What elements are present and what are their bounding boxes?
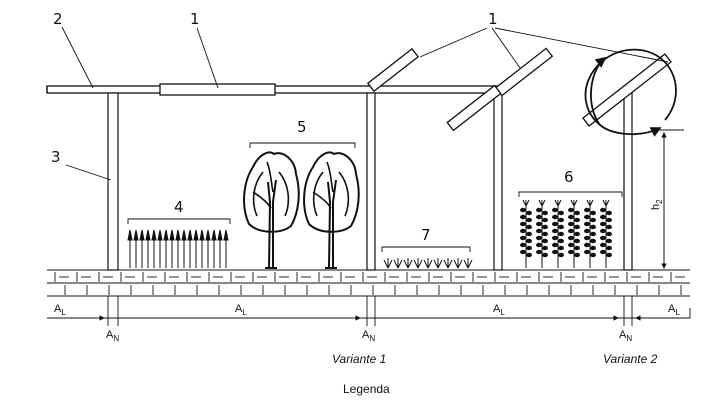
ground [47,269,690,297]
marker-2: 2 [53,10,63,28]
pv-panel-d [582,53,672,127]
marker-6: 6 [564,168,574,186]
caption-legend: Legenda [343,382,390,396]
dim-an-2: AN [362,329,376,344]
pv-panel-b [494,47,554,97]
dim-h2: h2 [650,199,665,210]
grain-plant [127,229,133,268]
leader-lines [61,26,669,181]
marker-3: 3 [51,148,61,166]
crop-low-plants [383,258,473,269]
marker-1-panels: 1 [488,10,498,28]
grain-plant [193,229,199,268]
tree-1 [243,151,300,269]
grain-plant [187,229,193,268]
caption-variant-2: Variante 2 [603,352,658,366]
grain-plant [175,229,181,268]
post-2 [366,92,376,271]
caption-variant-1: Variante 1 [332,352,387,366]
crop-grain [127,229,229,268]
grain-plant [157,229,163,268]
rotation-arrow [584,48,677,137]
marker-7: 7 [421,226,431,244]
climber-plant [536,199,548,268]
grain-plant [133,229,139,268]
dim-al-left: AL [54,303,66,318]
grain-plant [151,229,157,268]
pv-panel-a [366,47,420,93]
grain-plant [223,229,229,268]
dim-al-mid1: AL [235,303,247,318]
climber-plant [520,199,532,268]
support-posts [107,87,633,271]
dim-al-mid2: AL [493,303,505,318]
post-4 [623,87,633,271]
grain-plant [217,229,223,268]
climber-plant [568,199,580,268]
grain-plant [145,229,151,268]
grain-plant [169,229,175,268]
crop-climbers [520,199,612,268]
low-plant [393,258,403,269]
item-braces [127,142,623,252]
grain-plant [205,229,211,268]
low-plant [453,258,463,269]
post-3 [493,92,503,271]
marker-5: 5 [297,118,307,136]
tree-2 [303,151,360,269]
dimension-lines [47,296,691,326]
climber-plant [600,199,612,268]
grain-plant [211,229,217,268]
grain-plant [139,229,145,268]
low-plant [383,258,393,269]
post-1 [107,92,119,271]
low-plant [413,258,423,269]
pv-panel-c [446,84,502,132]
pv-panels [366,47,672,132]
low-plant [443,258,453,269]
climber-plant [584,199,596,268]
low-plant [423,258,433,269]
crop-trees [243,151,360,269]
grain-plant [181,229,187,268]
grain-plant [199,229,205,268]
low-plant [403,258,413,269]
grain-plant [163,229,169,268]
dim-al-right: AL [668,303,680,318]
h2-dimension [652,129,684,269]
dim-an-3: AN [619,329,633,344]
low-plant [463,258,473,269]
dim-an-1: AN [106,329,120,344]
marker-4: 4 [174,198,184,216]
low-plant [433,258,443,269]
marker-1-beam: 1 [190,10,200,28]
climber-plant [552,199,564,268]
